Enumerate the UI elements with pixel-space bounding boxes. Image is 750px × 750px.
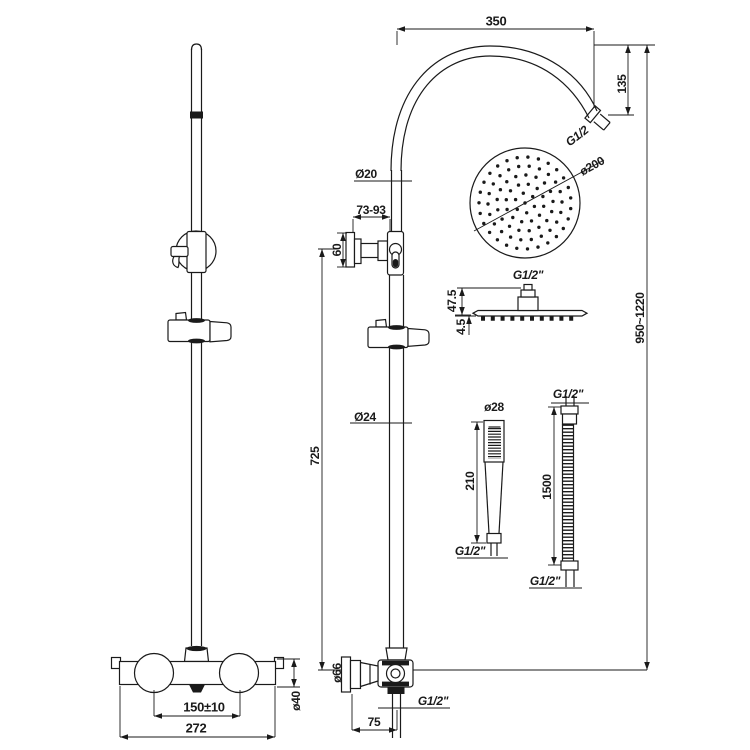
side-view-wall-bracket xyxy=(345,230,405,276)
bracket-lever xyxy=(170,245,189,258)
dim-upper-pipe-diameter: Ø20 xyxy=(355,167,377,181)
elbow-outlet-nut xyxy=(387,687,405,694)
side-view-riser-pipe xyxy=(388,170,405,648)
dim-bracket-range: 73-93 xyxy=(356,203,386,217)
dim-inlet-offset: 75 xyxy=(367,715,381,729)
front-view-slider-holder xyxy=(167,311,232,344)
arm-thread-band xyxy=(584,105,602,124)
dim-hose-bottom-thread: G1/2" xyxy=(529,574,561,588)
hand-shower xyxy=(483,419,505,556)
side-view-inlet-elbow xyxy=(340,647,414,738)
dim-head-plate-thickness: 4.5 xyxy=(454,319,468,335)
dim-handset-diameter: ø28 xyxy=(484,400,504,414)
mixer-right-handle xyxy=(218,652,260,694)
mixer-outlet xyxy=(189,684,205,693)
dim-head-profile-height: 47.5 xyxy=(445,289,459,313)
dim-valve-body-diameter: ø40 xyxy=(289,691,303,711)
dim-inlet-thread: G1/2" xyxy=(417,694,449,708)
dim-lower-pipe-diameter: Ø24 xyxy=(354,410,376,424)
dim-top-width: 350 xyxy=(485,13,507,29)
side-view-dimensions xyxy=(318,26,655,733)
pole-joint-band xyxy=(190,111,203,119)
shower-head-face-view xyxy=(469,147,605,259)
dim-handset-thread: G1/2" xyxy=(454,544,486,558)
dim-handset-length: 210 xyxy=(463,471,477,491)
side-view-slider-holder xyxy=(367,318,430,350)
front-view-dimensions xyxy=(119,658,300,740)
mixer-left-handle xyxy=(133,652,175,694)
dim-valve-inlet-centers: 150±10 xyxy=(183,699,225,715)
dim-inlet-diameter: ø66 xyxy=(330,663,344,683)
shower-hose xyxy=(560,396,579,587)
dim-overall-height: 950~1220 xyxy=(633,292,647,344)
front-view-wall-bracket xyxy=(170,230,217,274)
dim-arm-drop: 135 xyxy=(615,74,629,94)
dim-riser-length: 725 xyxy=(308,446,322,466)
dim-head-profile-thread: G1/2" xyxy=(512,268,544,282)
front-view-riser-pole xyxy=(190,43,203,646)
dim-hose-length: 1500 xyxy=(540,474,554,500)
head-spray-dots xyxy=(477,155,573,251)
dim-bracket-flange: 60 xyxy=(330,243,344,257)
shower-head-profile-view xyxy=(471,283,589,321)
dim-valve-width: 272 xyxy=(185,720,207,736)
front-view-mixer-valve xyxy=(110,645,285,694)
side-view-gooseneck xyxy=(390,45,611,172)
dim-hose-top-thread: G1/2" xyxy=(552,387,584,401)
